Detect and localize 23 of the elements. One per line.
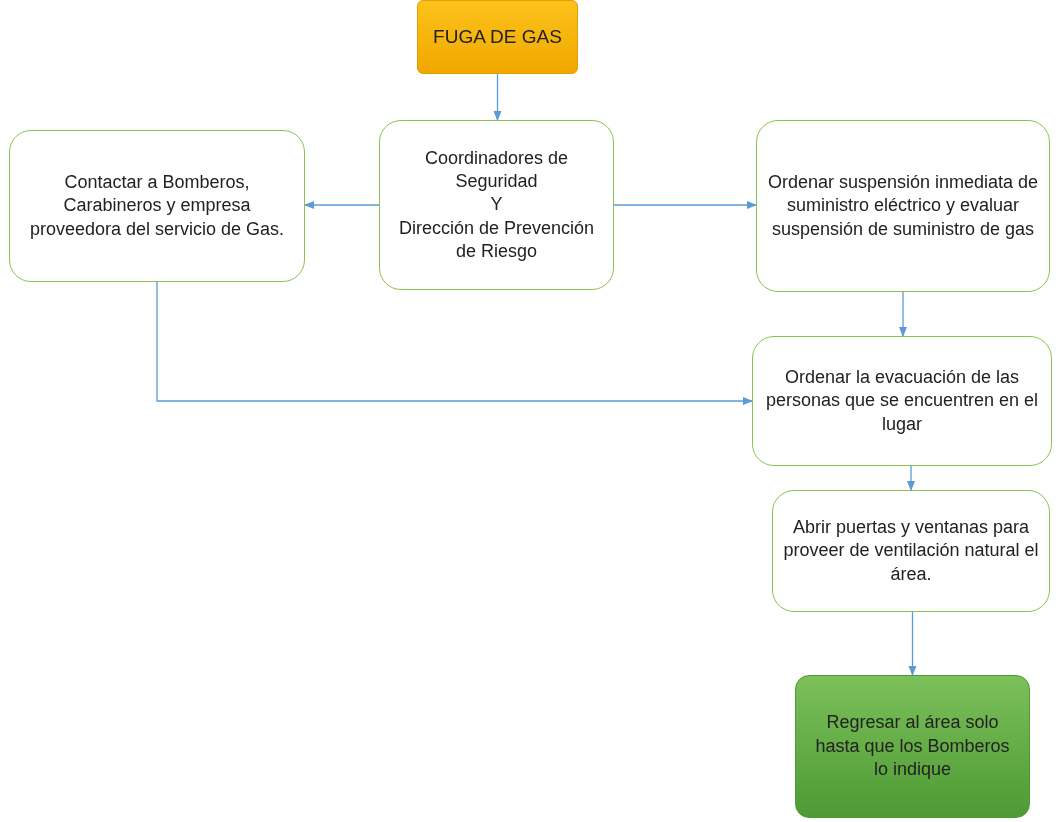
process-box	[756, 120, 1050, 292]
node-text: Ordenar suspensión inmediata de suministro eléctrico y evaluar suspensión de suministro de gas	[767, 170, 1039, 241]
node-text: Coordinadores de Seguridad	[423, 146, 570, 193]
arrow	[898, 291, 908, 338]
node-text: FUGA DE GAS	[433, 24, 562, 49]
end-box	[795, 675, 1030, 818]
arrow	[493, 73, 502, 122]
arrow	[908, 611, 917, 677]
arrow	[906, 465, 916, 492]
process-box	[379, 120, 614, 290]
node-text: Abrir puertas y ventanas para proveer de ventilación natural el área.	[783, 515, 1039, 586]
node-text: Ordenar la evacuación de las personas que se encuentren en el lugar	[764, 365, 1040, 436]
arrow	[613, 200, 758, 210]
start-box	[417, 0, 578, 74]
arrow	[303, 200, 380, 210]
arrow	[156, 281, 754, 406]
process-box	[772, 490, 1050, 612]
node-text: Regresar al área solo hasta que los Bomberos lo indique	[814, 711, 1011, 782]
node-text: Contactar a Bomberos, Carabineros y empresa proveedora del servicio de Gas.	[28, 170, 286, 241]
node-text: Y	[490, 193, 503, 217]
process-box	[9, 130, 305, 282]
process-box	[752, 336, 1052, 466]
node-text: Dirección de Prevención de Riesgo	[397, 216, 596, 264]
